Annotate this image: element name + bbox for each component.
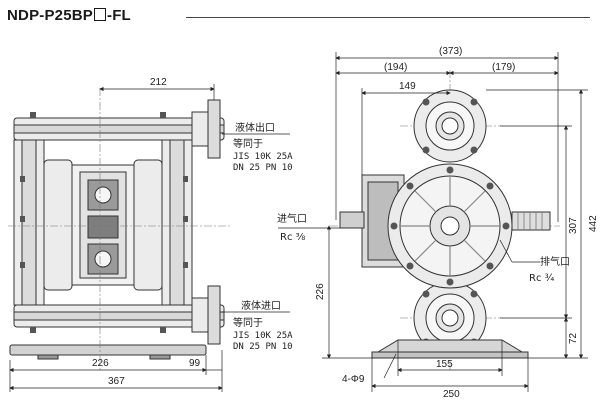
model-title-suffix: -FL: [107, 7, 131, 24]
dim-307: 307: [568, 217, 579, 234]
side-view: [339, 89, 551, 359]
dim-149: 149: [399, 81, 416, 92]
model-title-prefix: NDP-P25BP: [7, 7, 93, 24]
dim-194: (194): [384, 62, 407, 73]
dim-155: 155: [436, 359, 453, 370]
inlet-std-jis: JIS 10K 25A: [233, 331, 293, 341]
dim-373: (373): [439, 46, 462, 57]
dim-99: 99: [189, 358, 201, 369]
air-exhaust-size: Rc ¾: [529, 273, 555, 284]
model-placeholder-box: [94, 8, 106, 21]
side-dimensions: [278, 52, 588, 392]
dim-72: 72: [568, 332, 579, 344]
inlet-std-dn: DN 25 PN 10: [233, 342, 293, 352]
front-view: [9, 99, 225, 360]
air-inlet-label: 进气口: [277, 212, 307, 225]
title-rule: [186, 17, 590, 18]
dim-179: (179): [492, 62, 515, 73]
air-inlet-size: Rc ⅜: [280, 232, 306, 243]
dim-212: 212: [150, 77, 167, 88]
model-title: NDP-P25BP -FL: [7, 7, 131, 24]
dim-442: 442: [588, 215, 599, 232]
dim-367: 367: [108, 376, 125, 387]
outlet-note: 等同于: [233, 137, 263, 150]
outlet-label: 液体出口: [235, 121, 275, 134]
outlet-std-jis: JIS 10K 25A: [233, 152, 293, 162]
air-exhaust-label: 排气口: [540, 255, 570, 268]
dim-226-horizontal: 226: [92, 358, 109, 369]
dim-226-vertical: 226: [315, 283, 326, 300]
front-dimensions: [9, 84, 290, 392]
inlet-label: 液体进口: [241, 299, 281, 312]
dim-250: 250: [443, 389, 460, 400]
inlet-note: 等同于: [233, 316, 263, 329]
outlet-std-dn: DN 25 PN 10: [233, 163, 293, 173]
mounting-holes: 4-Φ9: [342, 374, 365, 385]
front-centerlines: [8, 88, 232, 370]
